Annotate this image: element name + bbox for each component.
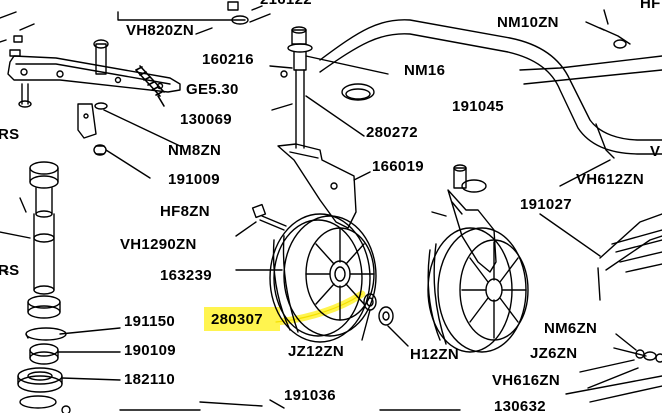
label-280307: 280307 <box>211 311 263 328</box>
top-left-bolts <box>0 11 35 57</box>
label-vh820zn: VH820ZN <box>126 22 194 39</box>
bolt-vh1290zn <box>235 203 287 237</box>
label-vh1290zn: VH1290ZN <box>120 236 197 253</box>
label-vh612zn: VH612ZN <box>576 171 644 188</box>
label-191150: 191150 <box>124 313 176 330</box>
label-130069: 130069 <box>180 111 232 128</box>
label-191027: 191027 <box>520 196 572 213</box>
label-h12zn: H12ZN <box>410 346 460 363</box>
label-rs-top: RS <box>0 126 20 143</box>
label-130632: 130632 <box>494 398 546 413</box>
rear-wheel <box>427 227 529 353</box>
right-bolt-stack <box>565 333 662 403</box>
label-166019: 166019 <box>372 158 424 175</box>
label-nm8zn: NM8ZN <box>168 142 222 159</box>
label-nm16: NM16 <box>404 62 446 79</box>
left-washers <box>17 327 121 413</box>
caster-pin-160216 <box>269 26 389 149</box>
label-v-partial: V <box>650 143 661 160</box>
right-deck-cover <box>539 159 662 301</box>
left-spindle-stack <box>0 161 61 319</box>
highlight-280307 <box>204 307 280 331</box>
label-nm6zn: NM6ZN <box>544 320 598 337</box>
front-wheel-163239 <box>235 213 377 343</box>
label-nm10zn: NM10ZN <box>497 14 559 31</box>
label-182110: 182110 <box>124 371 176 388</box>
label-ge530: GE5.30 <box>186 81 239 98</box>
highlight-leader-inner <box>275 293 363 323</box>
label-160216: 160216 <box>202 51 254 68</box>
bottom-leaders <box>119 399 461 411</box>
label-rs-mid: RS <box>0 262 20 279</box>
label-jz6zn: JZ6ZN <box>530 345 578 362</box>
label-hf-partial: HF <box>640 0 661 12</box>
label-hf8zn: HF8ZN <box>160 203 210 220</box>
label-191036: 191036 <box>284 387 336 404</box>
label-190109: 190109 <box>124 342 176 359</box>
spring-130069 <box>135 65 165 107</box>
frame-tube-191045 <box>319 9 662 159</box>
axle-washer-nut <box>361 293 409 347</box>
label-163239: 163239 <box>160 267 212 284</box>
label-jz12zn: JZ12ZN <box>288 343 344 360</box>
label-280272: 280272 <box>366 124 418 141</box>
label-vh616zn: VH616ZN <box>492 372 560 389</box>
label-191045: 191045 <box>452 98 504 115</box>
caster-fork-166019 <box>277 143 371 229</box>
clip-ring-280272 <box>341 83 375 101</box>
mount-plate-191009 <box>77 102 181 179</box>
top-center-parts <box>117 1 271 35</box>
bracket-arm <box>7 39 181 108</box>
label-216122: 216122 <box>260 0 312 8</box>
rear-fork <box>431 164 497 273</box>
label-191009: 191009 <box>168 171 220 188</box>
